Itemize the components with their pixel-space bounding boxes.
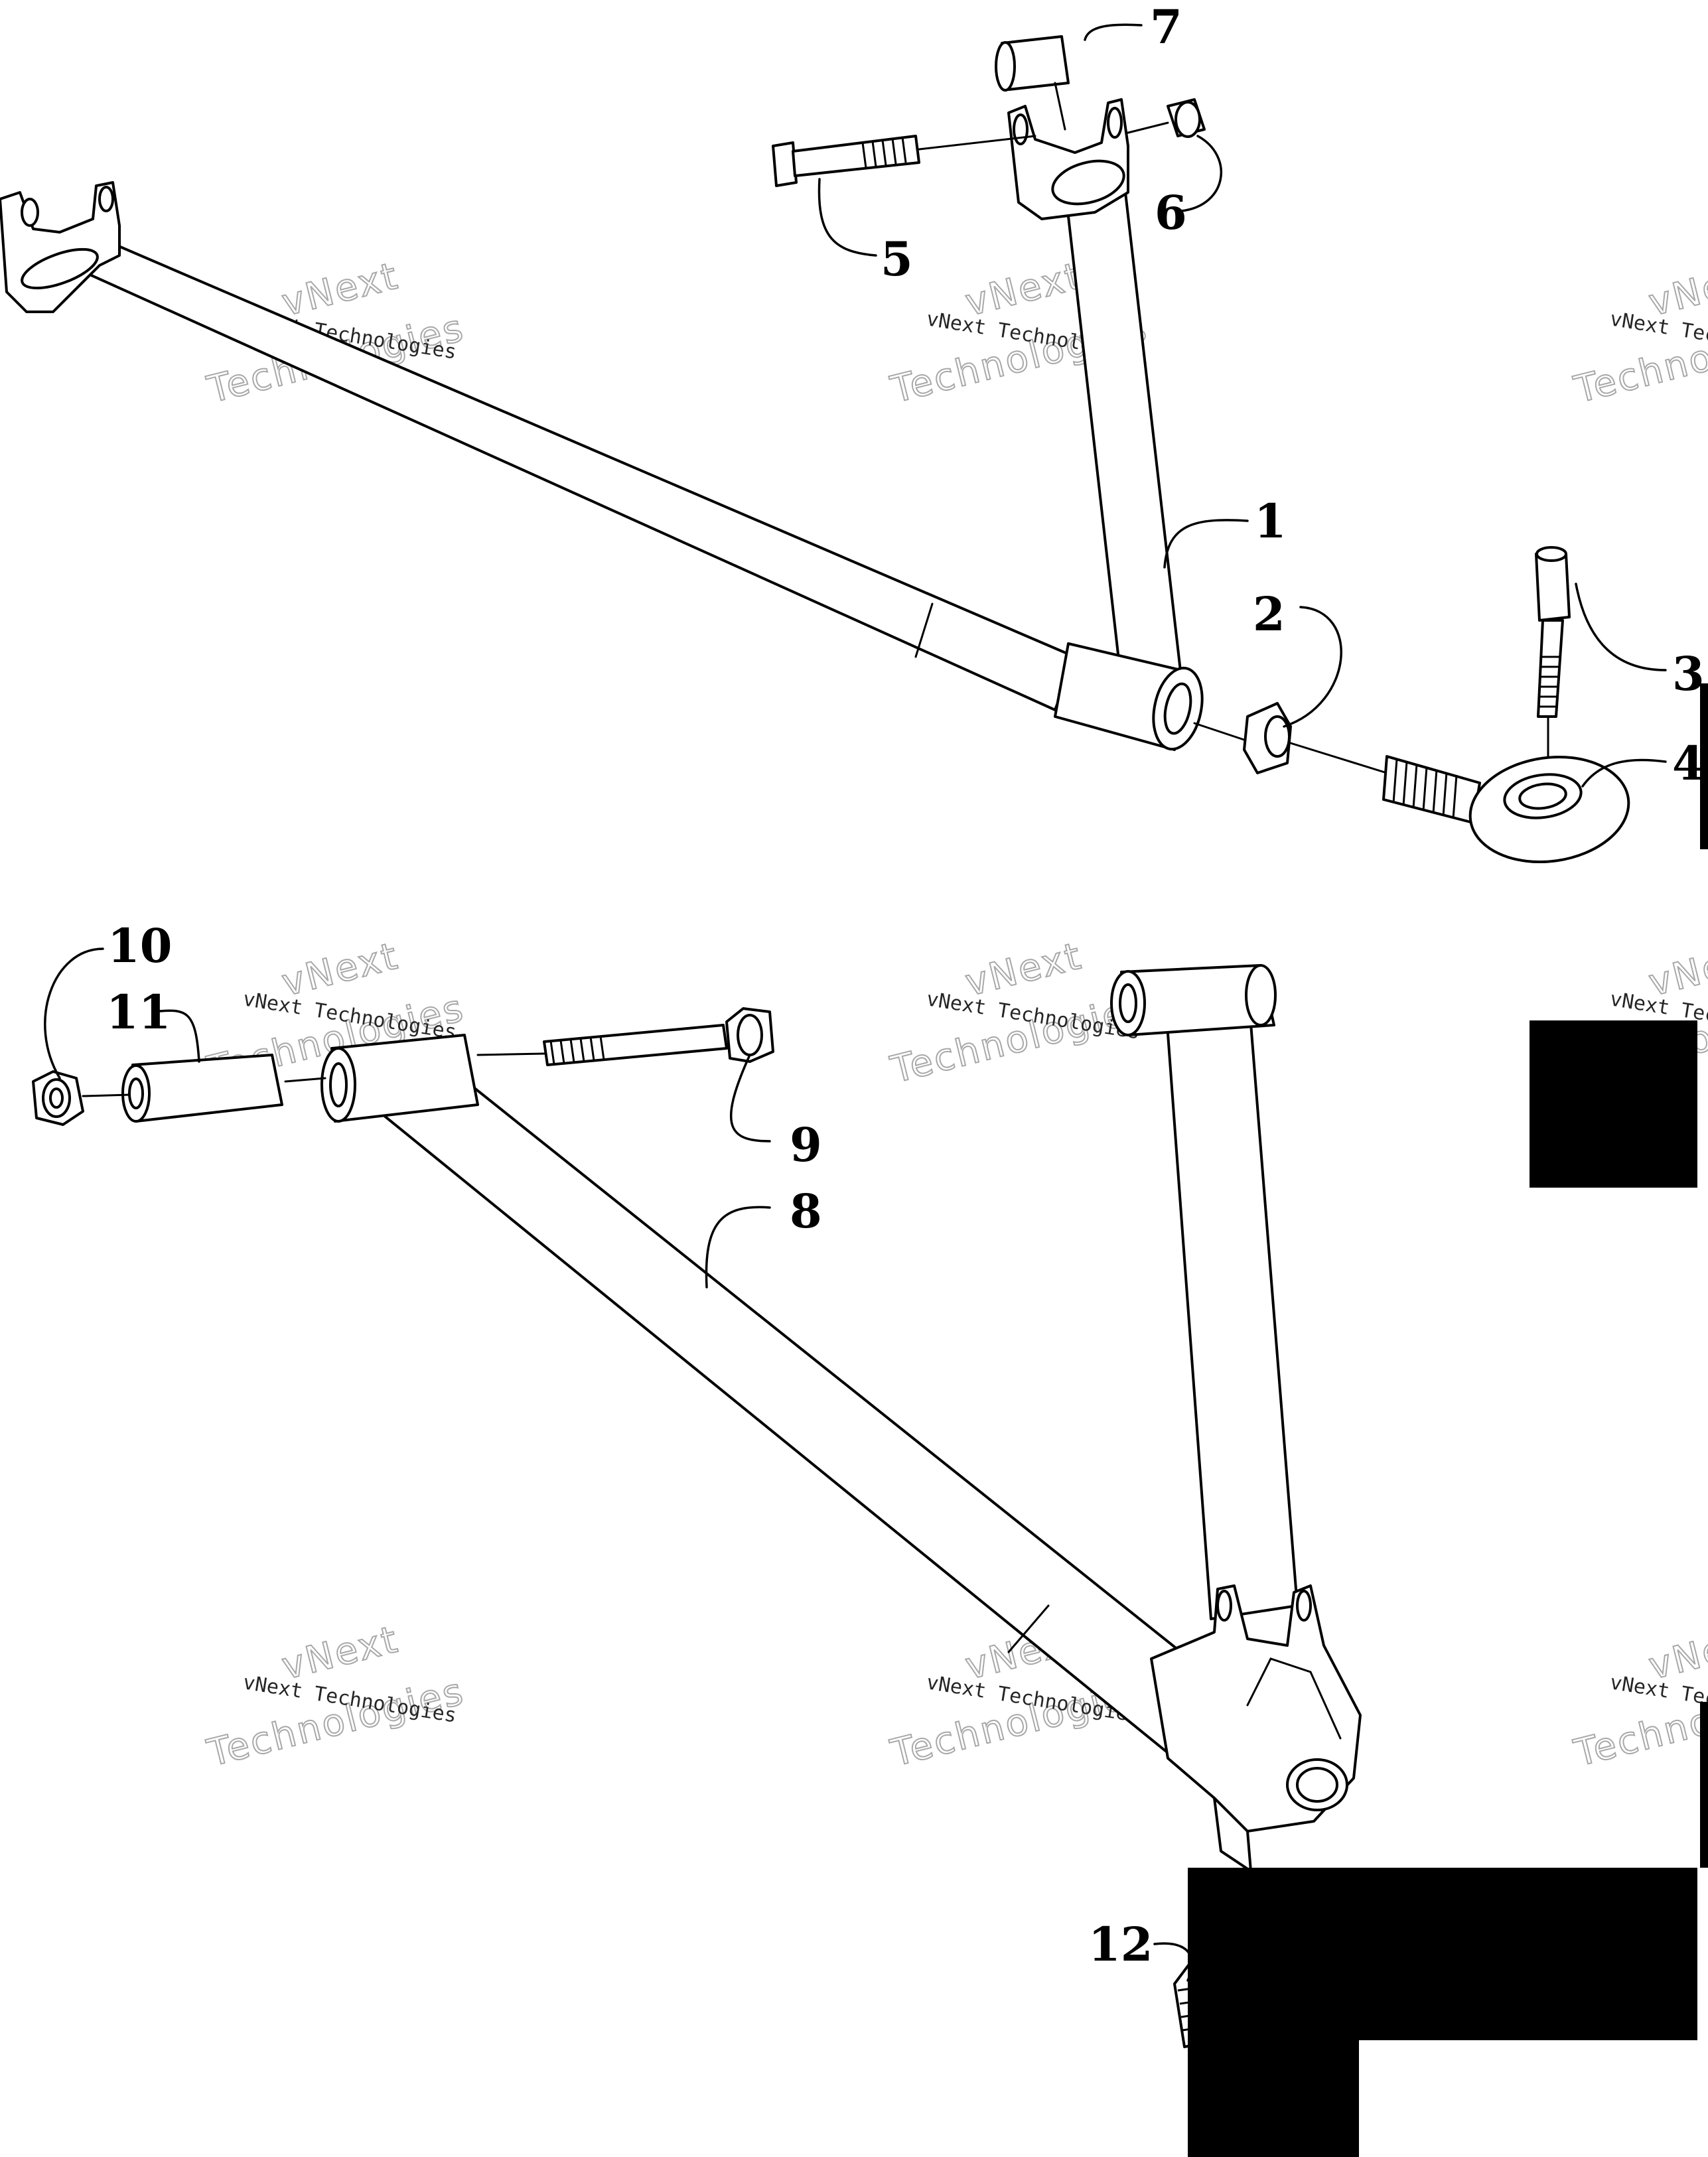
bolt-5	[772, 135, 920, 187]
flange-nut-10	[32, 1070, 84, 1126]
callout-12: 12	[1088, 1917, 1153, 1972]
callout-11: 11	[106, 985, 171, 1040]
svg-text:vNext: vNext	[278, 1618, 403, 1688]
upper-a-arm	[0, 98, 1204, 751]
watermark: vNext Technologies vNext Technologies	[1569, 253, 1708, 412]
callout-7: 7	[1150, 0, 1182, 54]
lower-a-arm	[320, 964, 1362, 1872]
callout-2: 2	[1253, 587, 1285, 642]
svg-text:vNext: vNext	[961, 254, 1087, 324]
watermark: vNext Technologies vNext Technologies	[886, 934, 1153, 1092]
sleeve-11	[121, 1054, 283, 1123]
callout-3: 3	[1672, 646, 1705, 701]
callout-1: 1	[1254, 494, 1287, 549]
svg-text:vNext: vNext	[961, 934, 1087, 1005]
callout-labels: 1 2 3 4 5 6 7 8 9 10 11 12	[106, 0, 1705, 1972]
bolt-9	[543, 1007, 774, 1066]
callout-9: 9	[790, 1117, 822, 1172]
redaction-blocks	[1188, 683, 1708, 2157]
svg-text:vNext: vNext	[278, 254, 403, 324]
callout-6: 6	[1155, 185, 1187, 240]
bushing-7	[995, 35, 1070, 92]
rod-end-4	[1382, 755, 1630, 864]
watermark: vNext Technologies vNext Technologies	[1569, 1617, 1708, 1775]
cap-screw-3	[1535, 546, 1571, 718]
callout-5: 5	[881, 232, 913, 287]
watermark: vNext Technologies vNext Technologies	[202, 1617, 470, 1775]
callout-8: 8	[790, 1184, 822, 1239]
nut-6	[1167, 98, 1206, 138]
hex-nut-2	[1243, 702, 1292, 774]
callout-10: 10	[107, 918, 172, 973]
svg-text:vNext: vNext	[278, 934, 403, 1005]
callout-4: 4	[1672, 736, 1705, 791]
